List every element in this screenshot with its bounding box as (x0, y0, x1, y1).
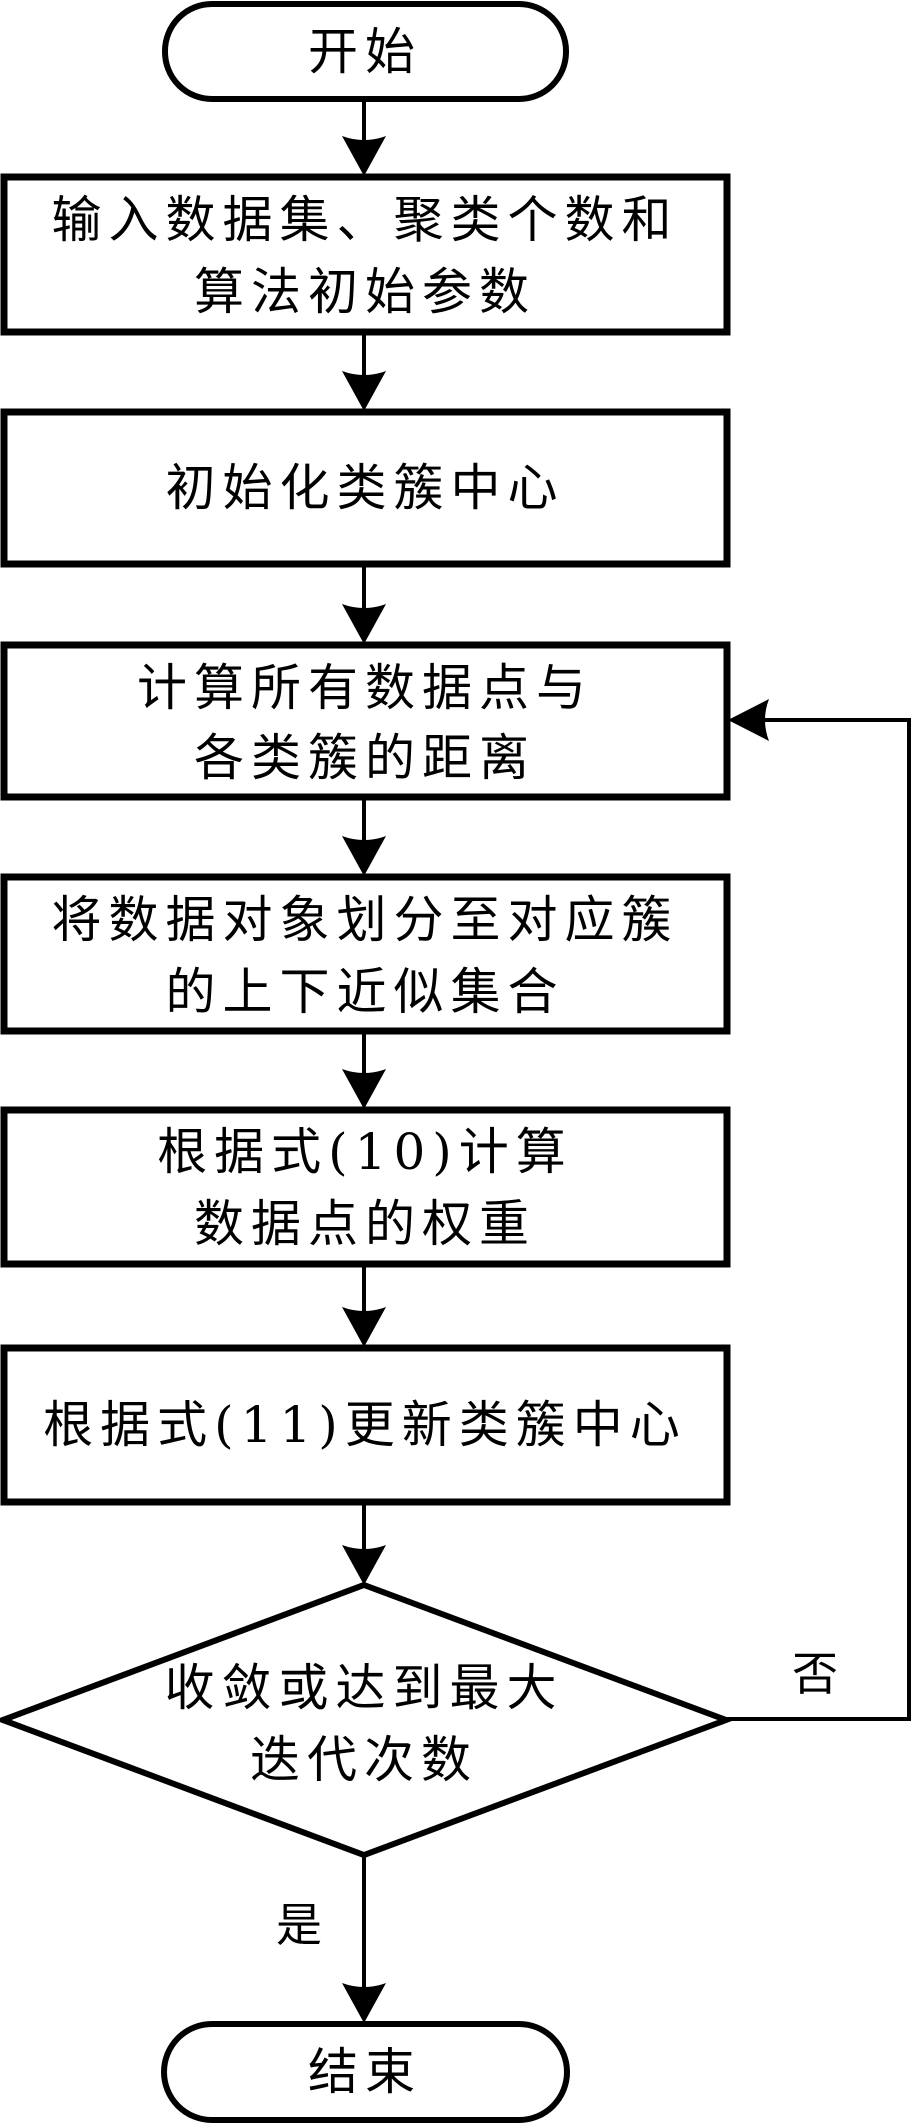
start-terminal-shape (162, 1, 569, 102)
step-compute-weights: 根据式(10)计算 数据点的权重 (0, 1106, 731, 1268)
decision-diamond (0, 1581, 735, 1859)
arrowhead-weights-to-update (342, 1307, 386, 1347)
step-input-line-1: 输入数据集、聚类个数和 (52, 191, 679, 249)
step-assign-approximations-box (0, 873, 731, 1035)
arrowhead-assign-to-weights (342, 1069, 386, 1109)
decision-convergence: 收敛或达到最大 迭代次数 (0, 1581, 735, 1859)
yes-branch-label: 是 (276, 1898, 322, 1952)
step-update-centers-box (0, 1344, 731, 1506)
step-compute-weights-box (0, 1106, 731, 1268)
arrowhead-decision-to-end (342, 1983, 386, 2023)
step-init-centers-box (0, 408, 731, 568)
arrowhead-distance-to-assign (342, 836, 386, 876)
end-terminal-shape (161, 2021, 570, 2123)
decision-line-2: 迭代次数 (250, 1731, 478, 1789)
start-terminal: 开始 (162, 1, 569, 102)
step-assign-approximations-line-1: 将数据对象划分至对应簇 (52, 891, 679, 949)
connectors (342, 100, 911, 2023)
connector-decision-no-loop (727, 718, 911, 1721)
start-label: 开始 (308, 23, 422, 81)
step-compute-distance-box (0, 641, 731, 801)
step-input: 输入数据集、聚类个数和 算法初始参数 (0, 173, 731, 336)
step-init-centers: 初始化类簇中心 (0, 408, 731, 568)
step-assign-approximations: 将数据对象划分至对应簇 的上下近似集合 (0, 873, 731, 1035)
step-input-line-2: 算法初始参数 (194, 263, 536, 321)
end-label: 结束 (308, 2043, 422, 2101)
step-update-centers-line-1: 根据式(11)更新类簇中心 (43, 1396, 687, 1454)
arrowhead-start-to-input (342, 136, 386, 176)
arrowhead-input-to-init (342, 371, 386, 411)
arrowhead-init-to-distance (342, 604, 386, 644)
arrowhead-loop-to-distance (728, 699, 769, 741)
step-init-centers-line-1: 初始化类簇中心 (166, 459, 565, 517)
step-compute-weights-line-2: 数据点的权重 (194, 1195, 536, 1253)
step-compute-distance-line-2: 各类簇的距离 (194, 729, 536, 787)
step-update-centers: 根据式(11)更新类簇中心 (0, 1344, 731, 1506)
decision-line-1: 收敛或达到最大 (165, 1659, 564, 1717)
end-terminal: 结束 (161, 2021, 570, 2123)
step-compute-weights-line-1: 根据式(10)计算 (157, 1123, 573, 1181)
step-compute-distance-line-1: 计算所有数据点与 (137, 659, 593, 717)
step-assign-approximations-line-2: 的上下近似集合 (166, 963, 565, 1021)
no-branch-label: 否 (792, 1647, 838, 1701)
step-compute-distance: 计算所有数据点与 各类簇的距离 (0, 641, 731, 801)
step-input-box (0, 173, 731, 336)
arrowhead-update-to-decision (342, 1545, 386, 1585)
